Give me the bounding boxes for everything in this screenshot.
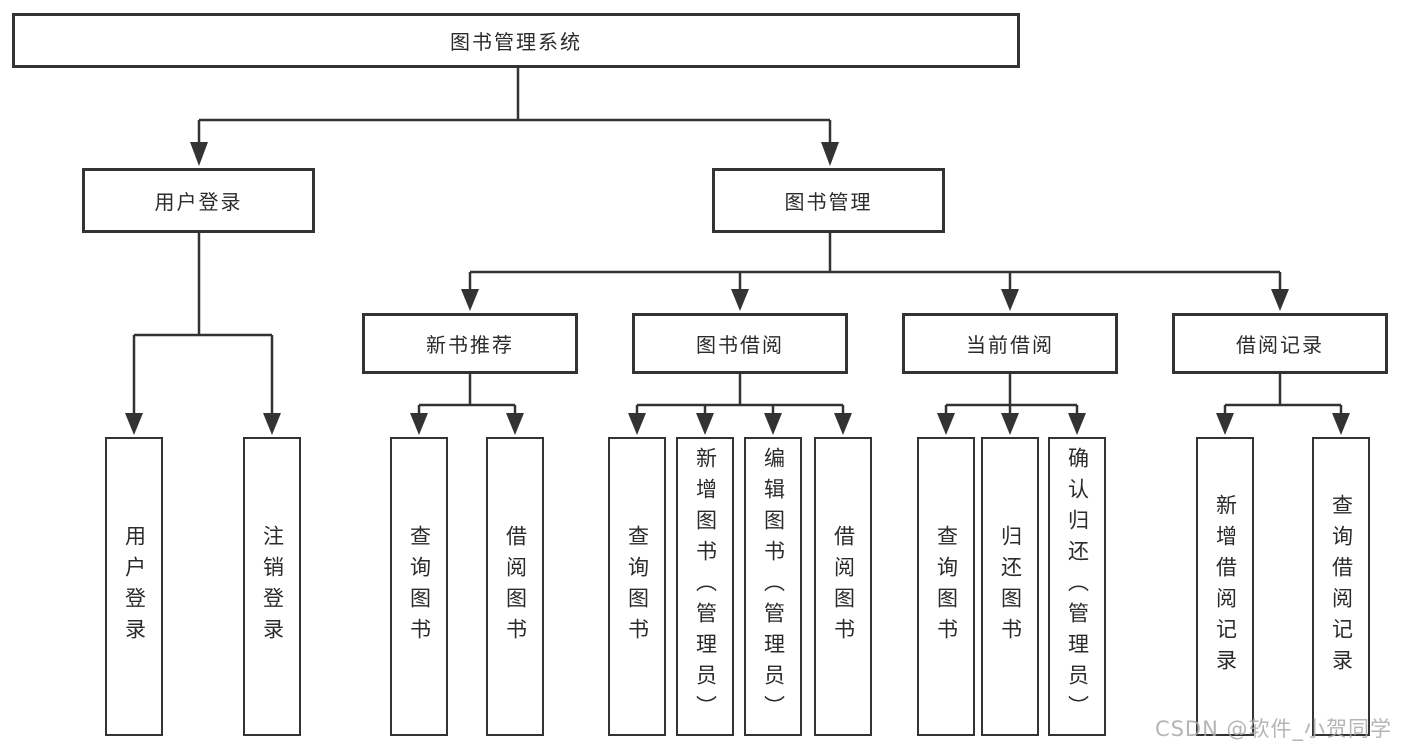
leaf-borrow-edit-book-admin: 编辑图书（管理员） <box>744 437 802 736</box>
leaf-borrow-borrow-book: 借阅图书 <box>814 437 872 736</box>
leaf-user-login: 用户登录 <box>105 437 163 736</box>
leaf-current-confirm-return-admin: 确认归还（管理员） <box>1048 437 1106 736</box>
connector-root-to-level2 <box>190 68 839 166</box>
connector-book-borrow-to-leaves <box>628 374 852 435</box>
leaf-recommend-query-book: 查询图书 <box>390 437 448 736</box>
leaf-records-query-record: 查询借阅记录 <box>1312 437 1370 736</box>
leaf-recommend-borrow-book: 借阅图书 <box>486 437 544 736</box>
connector-book-management-to-level3 <box>461 233 1289 311</box>
connector-borrow-records-to-leaves <box>1216 374 1350 435</box>
node-root-system: 图书管理系统 <box>12 13 1020 68</box>
leaf-logout: 注销登录 <box>243 437 301 736</box>
node-new-book-recommend: 新书推荐 <box>362 313 578 374</box>
node-book-borrow: 图书借阅 <box>632 313 848 374</box>
leaf-borrow-add-book-admin: 新增图书（管理员） <box>676 437 734 736</box>
node-user-login: 用户登录 <box>82 168 315 233</box>
csdn-watermark: CSDN @软件_小贺同学 <box>1154 717 1392 741</box>
node-borrow-records: 借阅记录 <box>1172 313 1388 374</box>
leaf-current-query-book: 查询图书 <box>917 437 975 736</box>
leaf-current-return-book: 归还图书 <box>981 437 1039 736</box>
connector-user-login-to-leaves <box>125 233 281 435</box>
node-current-borrow: 当前借阅 <box>902 313 1118 374</box>
connector-current-borrow-to-leaves <box>937 374 1086 435</box>
leaf-records-add-record: 新增借阅记录 <box>1196 437 1254 736</box>
leaf-borrow-query-book: 查询图书 <box>608 437 666 736</box>
node-book-management: 图书管理 <box>712 168 945 233</box>
connector-new-book-recommend-to-leaves <box>410 374 524 435</box>
